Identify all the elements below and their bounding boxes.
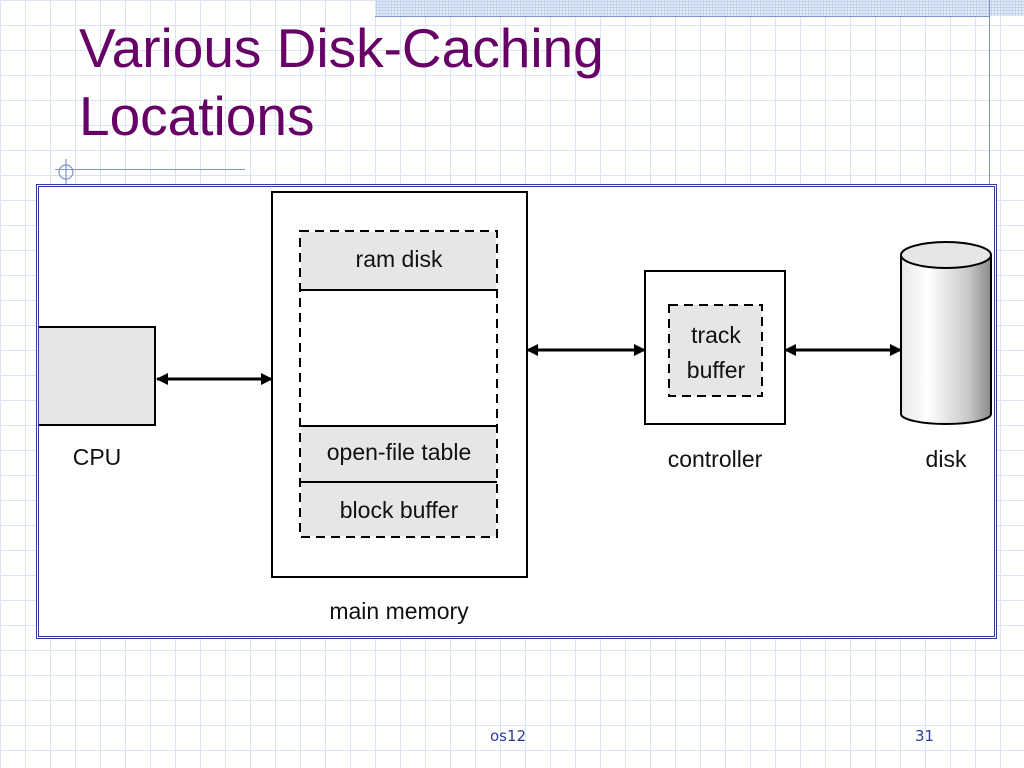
track-buffer-label-line2: buffer [687, 357, 746, 383]
block-buffer-label: block buffer [340, 497, 459, 523]
slide-title: Various Disk-Caching Locations [79, 14, 604, 150]
cpu-label: CPU [73, 444, 122, 470]
ram-disk-region [301, 232, 496, 290]
controller-label: controller [668, 446, 763, 472]
page-number: 31 [915, 727, 935, 745]
diagram-frame: CPU ram disk open-file table block buffe… [36, 184, 997, 639]
track-buffer-label-line1: track [691, 322, 741, 348]
title-line-2: Locations [79, 85, 315, 147]
top-rule [375, 16, 989, 17]
right-rule [989, 0, 990, 185]
track-buffer-box [668, 304, 763, 397]
top-decorative-bar [375, 0, 1024, 16]
disk-caching-diagram: CPU ram disk open-file table block buffe… [39, 191, 992, 624]
main-memory-label: main memory [329, 598, 469, 624]
open-file-table-region [301, 427, 496, 482]
ram-disk-label: ram disk [356, 246, 443, 272]
title-line-1: Various Disk-Caching [79, 17, 604, 79]
title-ornament-icon [58, 159, 74, 185]
disk-label: disk [926, 446, 967, 472]
block-buffer-region [301, 483, 496, 536]
footer-text: os12 [490, 727, 527, 745]
disk-cylinder-top [900, 241, 992, 269]
cpu-box [39, 326, 156, 426]
disk-cylinder-body [900, 255, 992, 425]
title-underline [55, 169, 245, 170]
open-file-table-label: open-file table [327, 439, 472, 465]
